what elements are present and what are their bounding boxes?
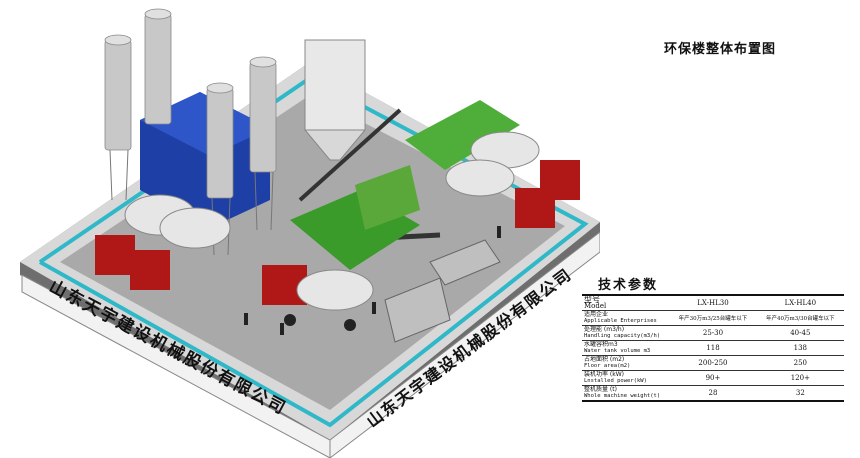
mixer-truck-right-2 [445,159,555,228]
row-label-cn: 装机功率 (kW) [584,371,624,378]
cell-col1: 年产30万m3/25台罐车以下 [669,310,757,326]
table-row: 装机功率 (kW)Lnstalled power(kW) 90+ 120+ [582,370,844,386]
tank-tower [304,39,366,131]
building-roof [140,92,270,156]
cell-col1: 25-30 [669,325,757,341]
row-label-en: Applicable Enterprises [584,318,657,324]
belt-conveyor-1 [298,108,402,202]
cell-col2: LX-HL40 [756,294,844,311]
silo-group [104,8,277,199]
worker-figures [244,226,501,335]
row-label-en: Lnstalled power(kW) [584,378,647,384]
front-banner-wall [21,274,331,458]
table-row: 占地面积 (m2)Floor area(m2) 200-250 250 [582,355,844,371]
layout-title: 环保楼整体布置图 [664,42,777,57]
row-label-en: Whole machine weight(t) [584,393,661,399]
cell-col2: 32 [756,385,844,402]
row-label-cn: 水罐容积m3 [584,341,618,348]
cell-col1: 200-250 [669,355,757,371]
cell-col2: 250 [756,355,844,371]
side-banner-wall [329,231,600,458]
cell-col1: 118 [669,340,757,356]
cell-col1: 28 [669,385,757,402]
mixer-truck-left-1 [95,194,196,275]
table-row: 处理能 (m3/h)Handling capacity(m3/h) 25-30 … [582,325,844,341]
cell-col2: 40-45 [756,325,844,341]
row-label-en: Handling capacity(m3/h) [584,333,661,339]
row-label-cn: 型号 [584,295,600,304]
washing-rack [405,100,520,170]
cell-col2: 年产40万m3/30台罐车以下 [756,310,844,326]
tank-cone [303,129,367,161]
ground-area [60,95,565,410]
cell-col1: LX-HL30 [669,294,757,311]
row-label-en: Model [584,302,607,310]
mixer-truck-center [262,265,374,331]
cell-col2: 138 [756,340,844,356]
plant-layout-illustration: 山东天宇建设机械股份有限公司 山东天宇建设机械股份有限公司 [20,8,600,458]
row-label-en: Water tank volume m3 [584,348,651,354]
row-label-cn: 整机质量 (t) [584,386,617,393]
gravel-bin-1 [429,239,501,286]
row-label-cn: 适用企业 [584,311,609,318]
cell-col1: 90+ [669,370,757,386]
mixer-truck-left-2 [130,207,231,290]
separator-hopper [355,165,420,230]
row-label-en: Floor area(m2) [584,363,631,369]
table-row: 整机质量 (t)Whole machine weight(t) 28 32 [582,385,844,402]
gravel-bin-2 [384,277,451,343]
params-title: 技术参数 [598,278,659,293]
row-label-cn: 处理能 (m3/h) [584,326,625,333]
row-label-cn: 占地面积 (m2) [584,356,625,363]
cell-col2: 120+ [756,370,844,386]
